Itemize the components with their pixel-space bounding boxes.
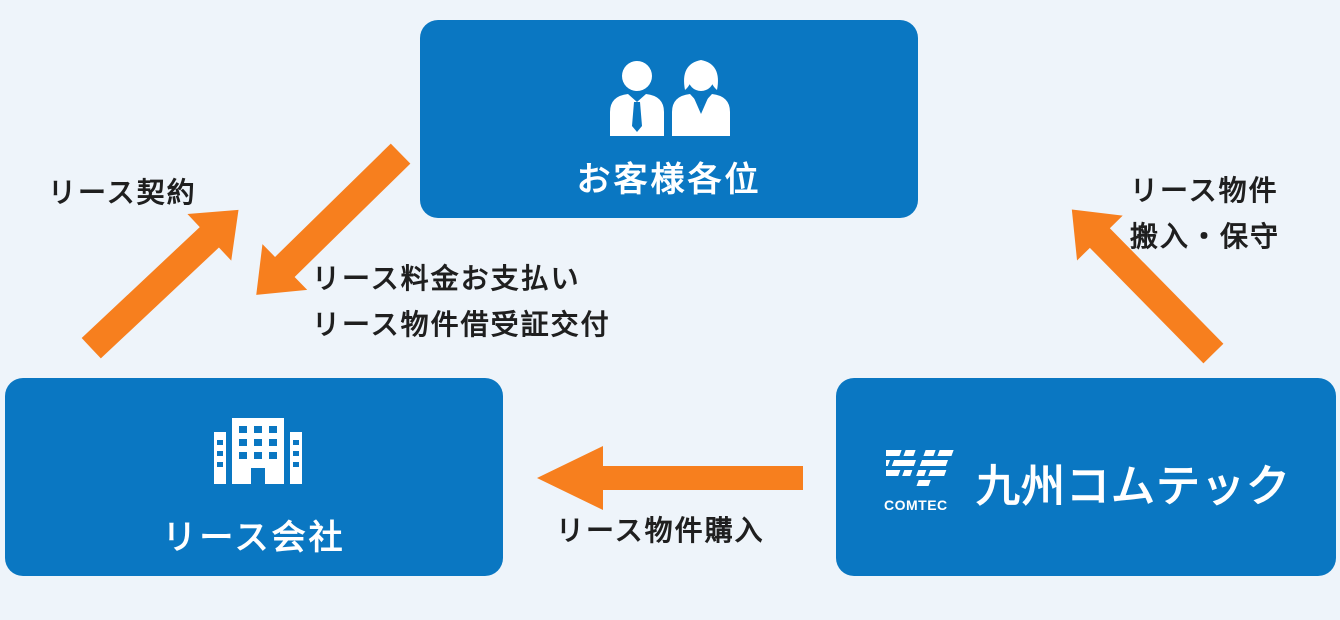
purchase-label: リース物件購入 — [556, 514, 765, 547]
comtec-logo-icon — [886, 450, 954, 486]
payment-label-line2: リース物件借受証交付 — [312, 308, 611, 341]
lease-company-label: リース会社 — [162, 518, 346, 558]
contract-label: リース契約 — [48, 176, 197, 209]
arrow-purchase — [537, 446, 803, 510]
lease-company-node: リース会社 — [5, 378, 503, 576]
comtec-name: 九州コムテック — [976, 461, 1291, 512]
customer-label: お客様各位 — [576, 160, 762, 200]
delivery-label: リース物件 搬入・保守 — [1130, 168, 1280, 260]
comtec-logo-text: COMTEC — [884, 497, 948, 513]
delivery-label-line2: 搬入・保守 — [1130, 220, 1281, 253]
building-icon — [214, 418, 302, 484]
delivery-label-line1: リース物件 — [1130, 174, 1279, 207]
payment-label-line1: リース料金お支払い — [312, 262, 581, 295]
payment-label: リース料金お支払い リース物件借受証交付 — [312, 256, 611, 348]
people-icon — [610, 60, 730, 136]
comtec-node: COMTEC 九州コムテック — [836, 378, 1336, 576]
customer-node: お客様各位 — [420, 20, 918, 218]
